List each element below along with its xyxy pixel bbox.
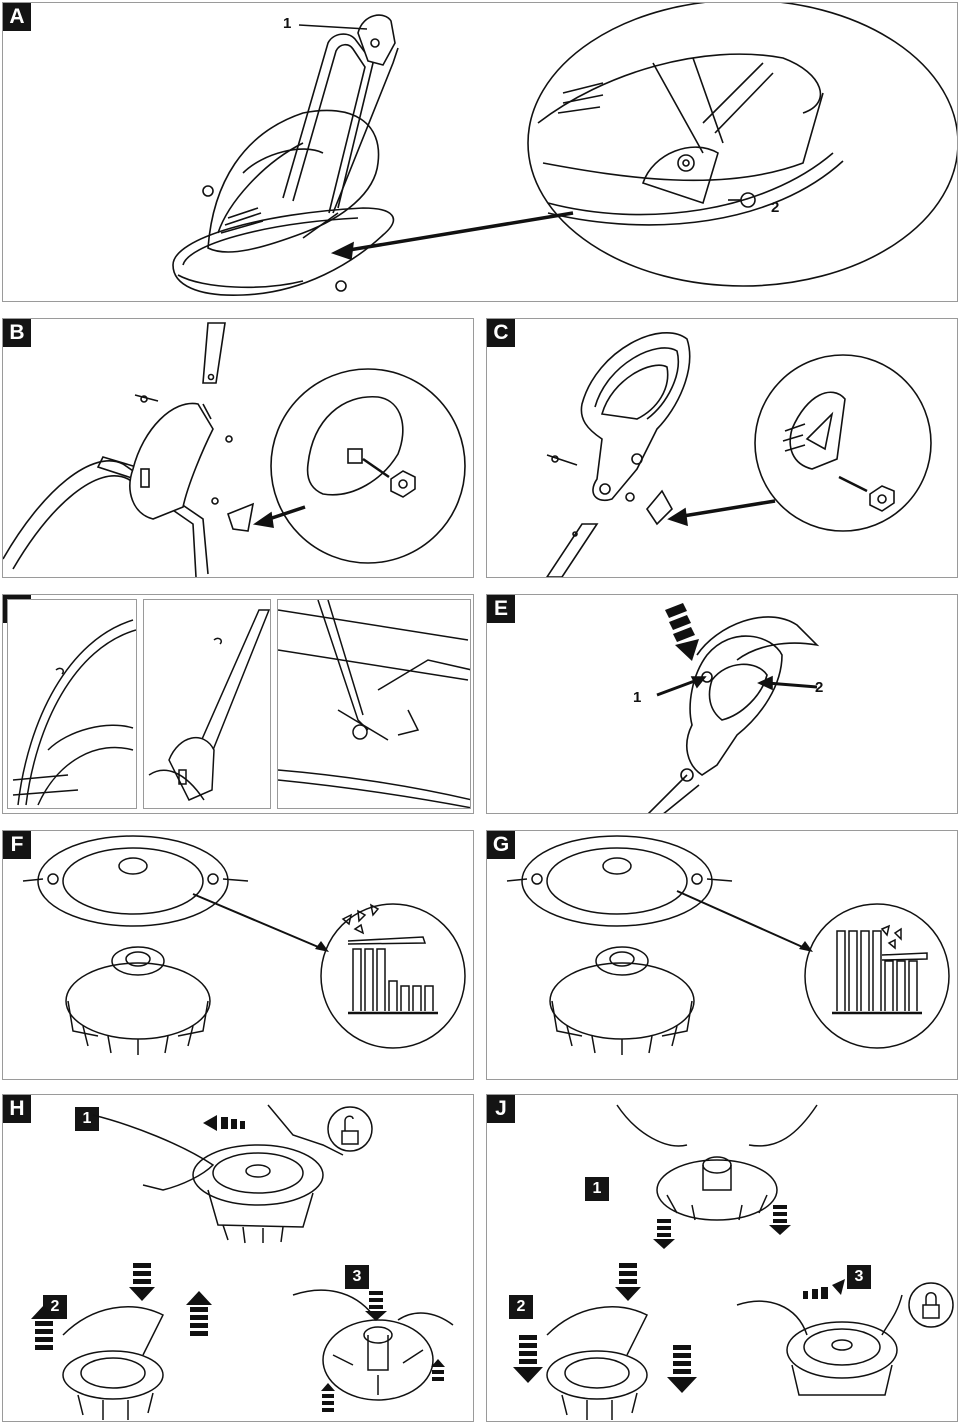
panel-f-tag: F xyxy=(3,831,31,859)
cable-routing-view-1 xyxy=(12,619,136,806)
panel-b: B xyxy=(2,318,474,578)
blade-wear-illustration-2 xyxy=(506,835,950,1055)
panel-h: H 1 2 3 xyxy=(2,1094,474,1422)
step-1-badge: 1 xyxy=(75,1107,99,1131)
panel-b-tag: B xyxy=(3,319,31,347)
handle-release-illustration xyxy=(647,603,820,813)
panel-d: D xyxy=(2,594,474,814)
panel-c: C xyxy=(486,318,958,578)
blade-removal-illustration xyxy=(31,1104,454,1420)
panel-g-tag: G xyxy=(487,831,515,859)
panel-f: F xyxy=(2,830,474,1080)
panel-j: J 1 2 3 xyxy=(486,1094,958,1422)
callout-2: 2 xyxy=(815,679,824,696)
panel-g: G xyxy=(486,830,958,1080)
panel-d-frame-1 xyxy=(7,599,137,809)
step-2-badge: 2 xyxy=(509,1295,533,1319)
panel-j-tag: J xyxy=(487,1095,515,1123)
panel-c-tag: C xyxy=(487,319,515,347)
mower-assembly-illustration xyxy=(172,3,957,296)
step-3-badge: 3 xyxy=(847,1265,871,1289)
panel-a: A xyxy=(2,2,958,302)
cable-routing-view-3 xyxy=(278,600,470,808)
step-1-badge: 1 xyxy=(585,1177,609,1201)
blade-refit-illustration xyxy=(513,1104,954,1420)
callout-1: 1 xyxy=(633,689,642,706)
panel-h-tag: H xyxy=(3,1095,31,1123)
cable-routing-view-2 xyxy=(148,609,270,801)
panel-d-frame-2 xyxy=(143,599,271,809)
step-3-badge: 3 xyxy=(345,1265,369,1289)
panel-a-tag: A xyxy=(3,3,31,31)
panel-d-frame-3 xyxy=(277,599,471,809)
blade-wear-illustration xyxy=(22,835,466,1055)
callout-2: 2 xyxy=(771,199,780,216)
panel-e: E 1 2 xyxy=(486,594,958,814)
handle-bracket-illustration xyxy=(3,322,466,577)
handle-mount-illustration xyxy=(546,332,932,577)
panel-e-tag: E xyxy=(487,595,515,623)
callout-1: 1 xyxy=(283,15,292,32)
